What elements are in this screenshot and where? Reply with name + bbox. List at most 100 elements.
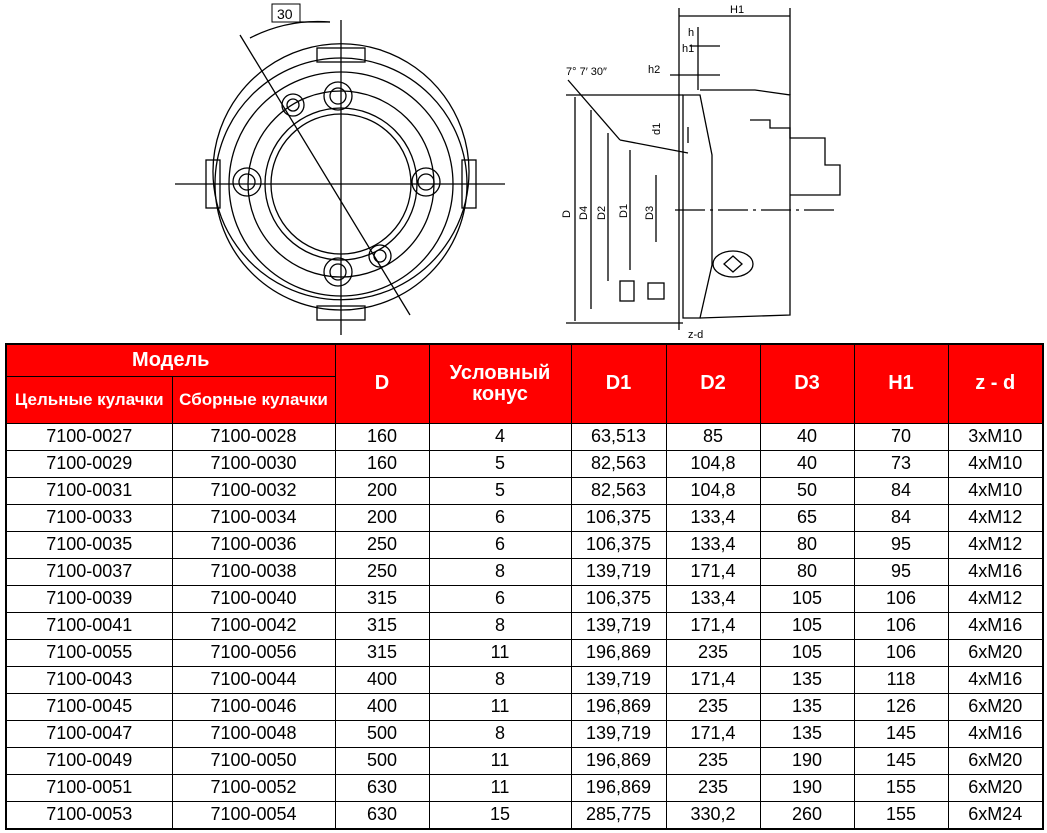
cell-H1: 145 <box>853 719 949 748</box>
cell-solid-jaws: 7100-0033 <box>5 503 173 532</box>
cell-D2: 104,8 <box>665 476 761 505</box>
cell-assembled-jaws: 7100-0040 <box>171 584 336 613</box>
cell-assembled-jaws: 7100-0044 <box>171 665 336 694</box>
cell-cone: 6 <box>428 503 572 532</box>
cell-D2: 133,4 <box>665 530 761 559</box>
dim-D2: D2 <box>596 206 608 220</box>
cell-D3: 40 <box>759 449 855 478</box>
cell-H1: 70 <box>853 422 949 451</box>
dim-h: h <box>688 27 694 39</box>
cell-H1: 95 <box>853 557 949 586</box>
cell-assembled-jaws: 7100-0050 <box>171 746 336 775</box>
cell-cone: 4 <box>428 422 572 451</box>
cell-solid-jaws: 7100-0041 <box>5 611 173 640</box>
header-zd: z - d <box>947 343 1044 424</box>
cell-assembled-jaws: 7100-0032 <box>171 476 336 505</box>
cell-solid-jaws: 7100-0043 <box>5 665 173 694</box>
cell-solid-jaws: 7100-0055 <box>5 638 173 667</box>
cell-D1: 196,869 <box>570 773 667 802</box>
cell-D3: 105 <box>759 584 855 613</box>
cell-D3: 80 <box>759 530 855 559</box>
bolt-icon <box>411 167 441 197</box>
cell-D1: 139,719 <box>570 719 667 748</box>
cell-D3: 105 <box>759 611 855 640</box>
cell-H1: 145 <box>853 746 949 775</box>
cell-D2: 85 <box>665 422 761 451</box>
cell-assembled-jaws: 7100-0038 <box>171 557 336 586</box>
cell-D: 160 <box>334 422 430 451</box>
cell-D3: 135 <box>759 719 855 748</box>
cell-cone: 8 <box>428 719 572 748</box>
cell-zd: 6xM20 <box>947 746 1044 775</box>
cell-D: 315 <box>334 611 430 640</box>
cell-zd: 6xM24 <box>947 800 1044 829</box>
cell-D2: 235 <box>665 692 761 721</box>
cell-zd: 6xM20 <box>947 638 1044 667</box>
cell-solid-jaws: 7100-0047 <box>5 719 173 748</box>
cell-cone: 5 <box>428 476 572 505</box>
header-D3: D3 <box>759 343 855 424</box>
dim-H1: H1 <box>730 4 744 16</box>
cell-assembled-jaws: 7100-0052 <box>171 773 336 802</box>
chuck-technical-drawing: 30 H1 h h1 h2 d1 D D4 D2 D1 <box>175 3 841 341</box>
cell-H1: 106 <box>853 638 949 667</box>
cell-D1: 139,719 <box>570 611 667 640</box>
cell-D1: 139,719 <box>570 557 667 586</box>
cell-D1: 139,719 <box>570 665 667 694</box>
cell-zd: 4xM10 <box>947 449 1044 478</box>
cell-assembled-jaws: 7100-0042 <box>171 611 336 640</box>
header-model: Модель <box>5 343 336 377</box>
cell-D1: 106,375 <box>570 530 667 559</box>
cell-cone: 11 <box>428 638 572 667</box>
cell-zd: 4xM12 <box>947 530 1044 559</box>
cell-cone: 8 <box>428 557 572 586</box>
cell-D3: 190 <box>759 773 855 802</box>
cell-D: 200 <box>334 503 430 532</box>
cell-solid-jaws: 7100-0051 <box>5 773 173 802</box>
dimension-labels: H1 h h1 h2 d1 D D4 D2 D1 D3 z-d 7° 7′ 30… <box>561 4 744 341</box>
cell-D3: 135 <box>759 692 855 721</box>
cell-D2: 235 <box>665 746 761 775</box>
cell-D: 160 <box>334 449 430 478</box>
cell-D3: 40 <box>759 422 855 451</box>
cell-zd: 4xM12 <box>947 584 1044 613</box>
cell-solid-jaws: 7100-0031 <box>5 476 173 505</box>
dim-D3: D3 <box>644 206 656 220</box>
cell-cone: 11 <box>428 692 572 721</box>
cell-solid-jaws: 7100-0037 <box>5 557 173 586</box>
cell-H1: 106 <box>853 611 949 640</box>
dim-d1: d1 <box>651 123 663 135</box>
cell-assembled-jaws: 7100-0034 <box>171 503 336 532</box>
cell-D2: 235 <box>665 638 761 667</box>
cell-D2: 171,4 <box>665 665 761 694</box>
cell-D2: 171,4 <box>665 719 761 748</box>
cell-D: 500 <box>334 746 430 775</box>
cell-D: 315 <box>334 584 430 613</box>
dim-D1: D1 <box>618 204 630 218</box>
cell-solid-jaws: 7100-0045 <box>5 692 173 721</box>
cell-D2: 133,4 <box>665 503 761 532</box>
cell-D1: 106,375 <box>570 584 667 613</box>
cell-zd: 4xM10 <box>947 476 1044 505</box>
front-view <box>175 3 505 335</box>
cell-H1: 73 <box>853 449 949 478</box>
cell-D: 400 <box>334 665 430 694</box>
cell-cone: 6 <box>428 530 572 559</box>
dim-h1: h1 <box>682 43 694 55</box>
cell-D3: 105 <box>759 638 855 667</box>
cell-H1: 106 <box>853 584 949 613</box>
cell-cone: 6 <box>428 584 572 613</box>
cell-H1: 84 <box>853 503 949 532</box>
cell-D3: 260 <box>759 800 855 829</box>
bolt-icon <box>323 257 353 287</box>
angle-box-label: 30 <box>277 6 293 22</box>
cell-solid-jaws: 7100-0039 <box>5 584 173 613</box>
